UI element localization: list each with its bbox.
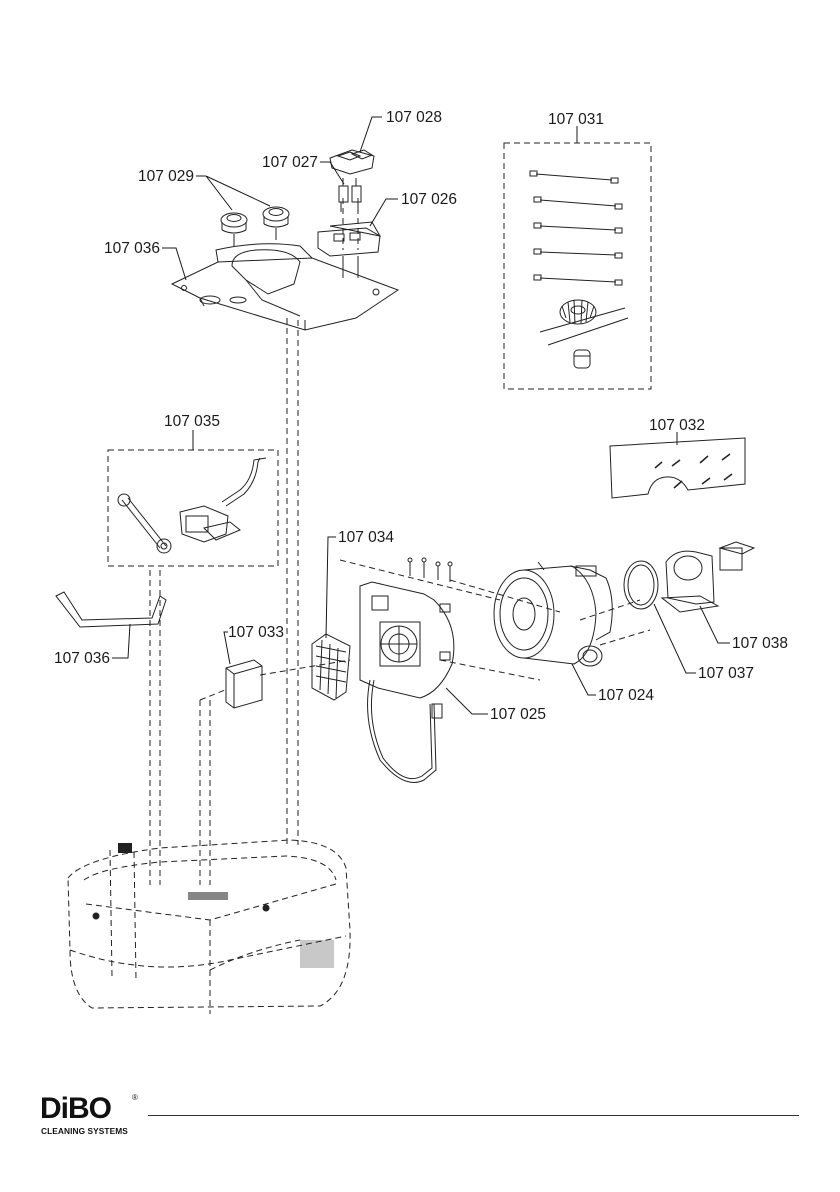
part-label-107032: 107 032 xyxy=(649,417,705,434)
top-cover-plate-part xyxy=(172,244,398,330)
filter-panel-part xyxy=(610,438,745,498)
pump-assembly-box xyxy=(108,450,278,566)
wiring-kit-box xyxy=(504,143,651,389)
part-label-107029: 107 029 xyxy=(138,168,194,185)
ferrite-coil xyxy=(540,300,628,345)
part-label-107031: 107 031 xyxy=(548,111,604,128)
part-label-107038: 107 038 xyxy=(732,635,788,652)
part-label-107024: 107 024 xyxy=(598,687,654,704)
logo-subtitle: CLEANING SYSTEMS xyxy=(41,1126,128,1136)
motor-bracket-part xyxy=(662,542,754,612)
registered-mark: ® xyxy=(132,1094,138,1102)
part-label-107035: 107 035 xyxy=(164,413,220,430)
part-labels: 107 028 107 027 107 029 107 026 107 036 … xyxy=(54,109,788,723)
switch-pins-part xyxy=(339,178,361,212)
switch-housing-part xyxy=(318,222,380,278)
motor-housing-part xyxy=(360,558,454,783)
foam-block-part xyxy=(226,660,262,708)
part-label-107037: 107 037 xyxy=(698,665,754,682)
footer-divider xyxy=(148,1115,799,1116)
seal-ring-part xyxy=(624,561,658,609)
part-label-107036-bottom: 107 036 xyxy=(54,650,110,667)
dibo-logo: DiBO ® CLEANING SYSTEMS xyxy=(40,1094,140,1138)
part-label-107036-top: 107 036 xyxy=(104,240,160,257)
part-label-107026: 107 026 xyxy=(401,191,457,208)
grid-filter-part xyxy=(312,634,350,700)
base-tub-details xyxy=(93,843,335,968)
assembly-dashed-lines xyxy=(150,198,650,885)
part-label-107025: 107 025 xyxy=(490,706,546,723)
end-cap xyxy=(574,350,590,368)
thermostat-parts xyxy=(221,207,289,246)
vacuum-motor-part xyxy=(494,562,612,666)
part-label-107028: 107 028 xyxy=(386,109,442,126)
part-label-107033: 107 033 xyxy=(228,624,284,641)
part-label-107027: 107 027 xyxy=(262,154,318,171)
cable-set xyxy=(530,171,622,285)
pump-part xyxy=(118,458,266,553)
switch-cover-part xyxy=(330,150,374,174)
part-label-107034: 107 034 xyxy=(338,529,394,546)
base-tub-part xyxy=(68,840,350,1014)
logo-wordmark: DiBO xyxy=(40,1094,111,1124)
